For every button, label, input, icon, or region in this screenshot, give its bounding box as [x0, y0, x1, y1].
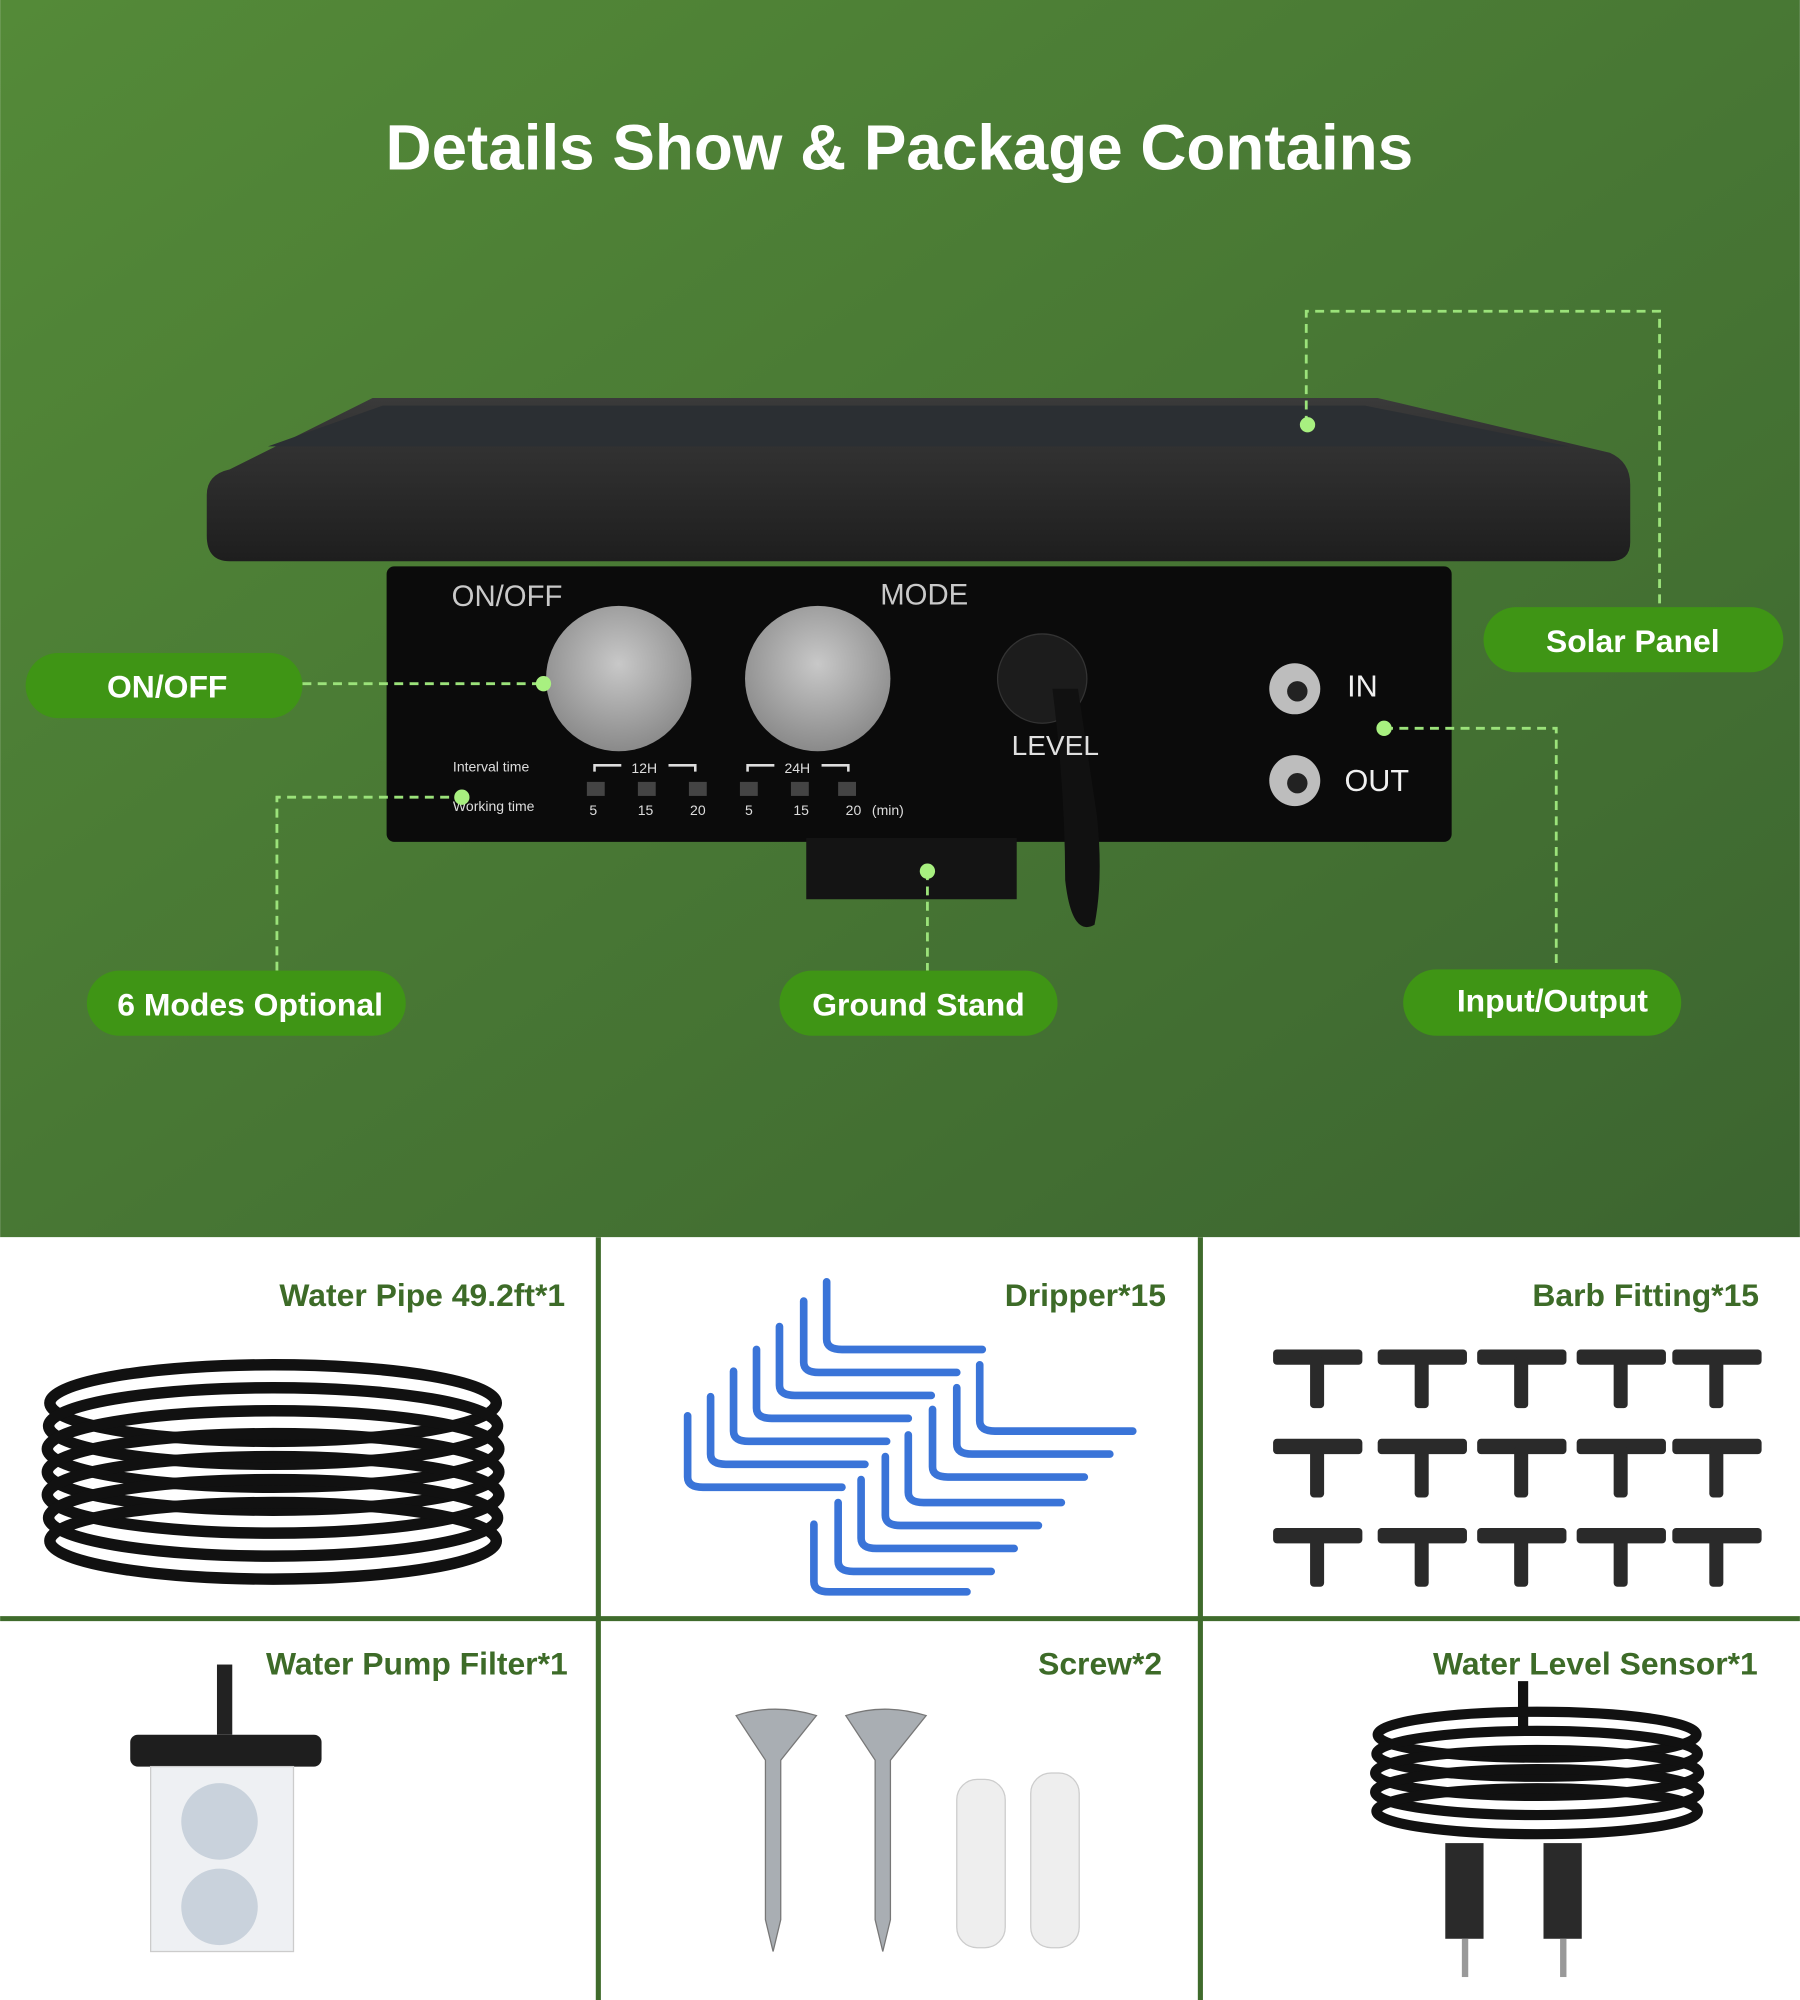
working-value: 15 — [638, 802, 654, 818]
callout-lines — [275, 309, 1661, 971]
screw-image — [735, 1708, 1080, 1952]
svg-text:Ground Stand: Ground Stand — [812, 986, 1024, 1022]
callout-6-modes: 6 Modes Optional — [86, 970, 406, 1036]
package-label-sensor: Water Level Sensor*1 — [1433, 1646, 1758, 1682]
solar-panel-surface — [267, 405, 1570, 447]
working-value: 5 — [589, 802, 597, 818]
package-label-filter: Water Pump Filter*1 — [266, 1646, 568, 1682]
mode-indicator-leds — [586, 781, 856, 796]
grid-dividers — [0, 1237, 1800, 2000]
working-value: 15 — [793, 802, 809, 818]
out-port — [1287, 772, 1308, 794]
panel-out-label: OUT — [1345, 764, 1410, 798]
panel-level-label: LEVEL — [1012, 730, 1099, 761]
package-label-barb-fitting: Barb Fitting*15 — [1532, 1277, 1759, 1313]
interval-time-label: Interval time — [453, 759, 530, 775]
working-unit: (min) — [872, 802, 904, 818]
ground-stand — [806, 838, 1017, 900]
package-label-water-pipe: Water Pipe 49.2ft*1 — [279, 1277, 565, 1313]
page-title: Details Show & Package Contains — [386, 112, 1414, 184]
callout-ground-stand: Ground Stand — [779, 970, 1058, 1036]
solar-controller-device: ON/OFF MODE LEVEL IN OUT Interval time W… — [206, 397, 1631, 928]
panel-on-off-label: ON/OFF — [452, 580, 563, 613]
panel-mode-label: MODE — [880, 579, 968, 612]
working-value: 20 — [846, 802, 862, 818]
svg-text:ON/OFF: ON/OFF — [107, 669, 227, 705]
package-label-dripper: Dripper*15 — [1005, 1277, 1166, 1313]
svg-text:Solar Panel: Solar Panel — [1546, 623, 1720, 659]
dripper-image — [683, 1278, 1137, 1596]
package-label-screw: Screw*2 — [1038, 1646, 1162, 1682]
callout-on-off: ON/OFF — [25, 653, 303, 719]
callout-solar-panel: Solar Panel — [1483, 607, 1784, 673]
coiled-pipe-image — [41, 1359, 505, 1585]
mode-button — [745, 605, 891, 752]
working-value: 5 — [745, 802, 753, 818]
working-time-label: Working time — [453, 798, 535, 814]
sensor-cable — [1052, 688, 1100, 928]
in-port — [1287, 681, 1308, 702]
svg-text:Input/Output: Input/Output — [1457, 982, 1649, 1018]
callout-input-output: Input/Output — [1403, 969, 1682, 1036]
panel-in-label: IN — [1347, 669, 1378, 703]
water-level-sensor-image — [1370, 1681, 1705, 1978]
filter-image — [130, 1664, 322, 1953]
on-off-button — [546, 605, 692, 752]
interval-24h-label: 24H — [784, 760, 810, 776]
svg-text:6 Modes Optional: 6 Modes Optional — [117, 986, 383, 1022]
interval-12h-label: 12H — [631, 760, 657, 776]
tee-fitting-image — [1273, 1349, 1762, 1587]
working-value: 20 — [690, 802, 706, 818]
